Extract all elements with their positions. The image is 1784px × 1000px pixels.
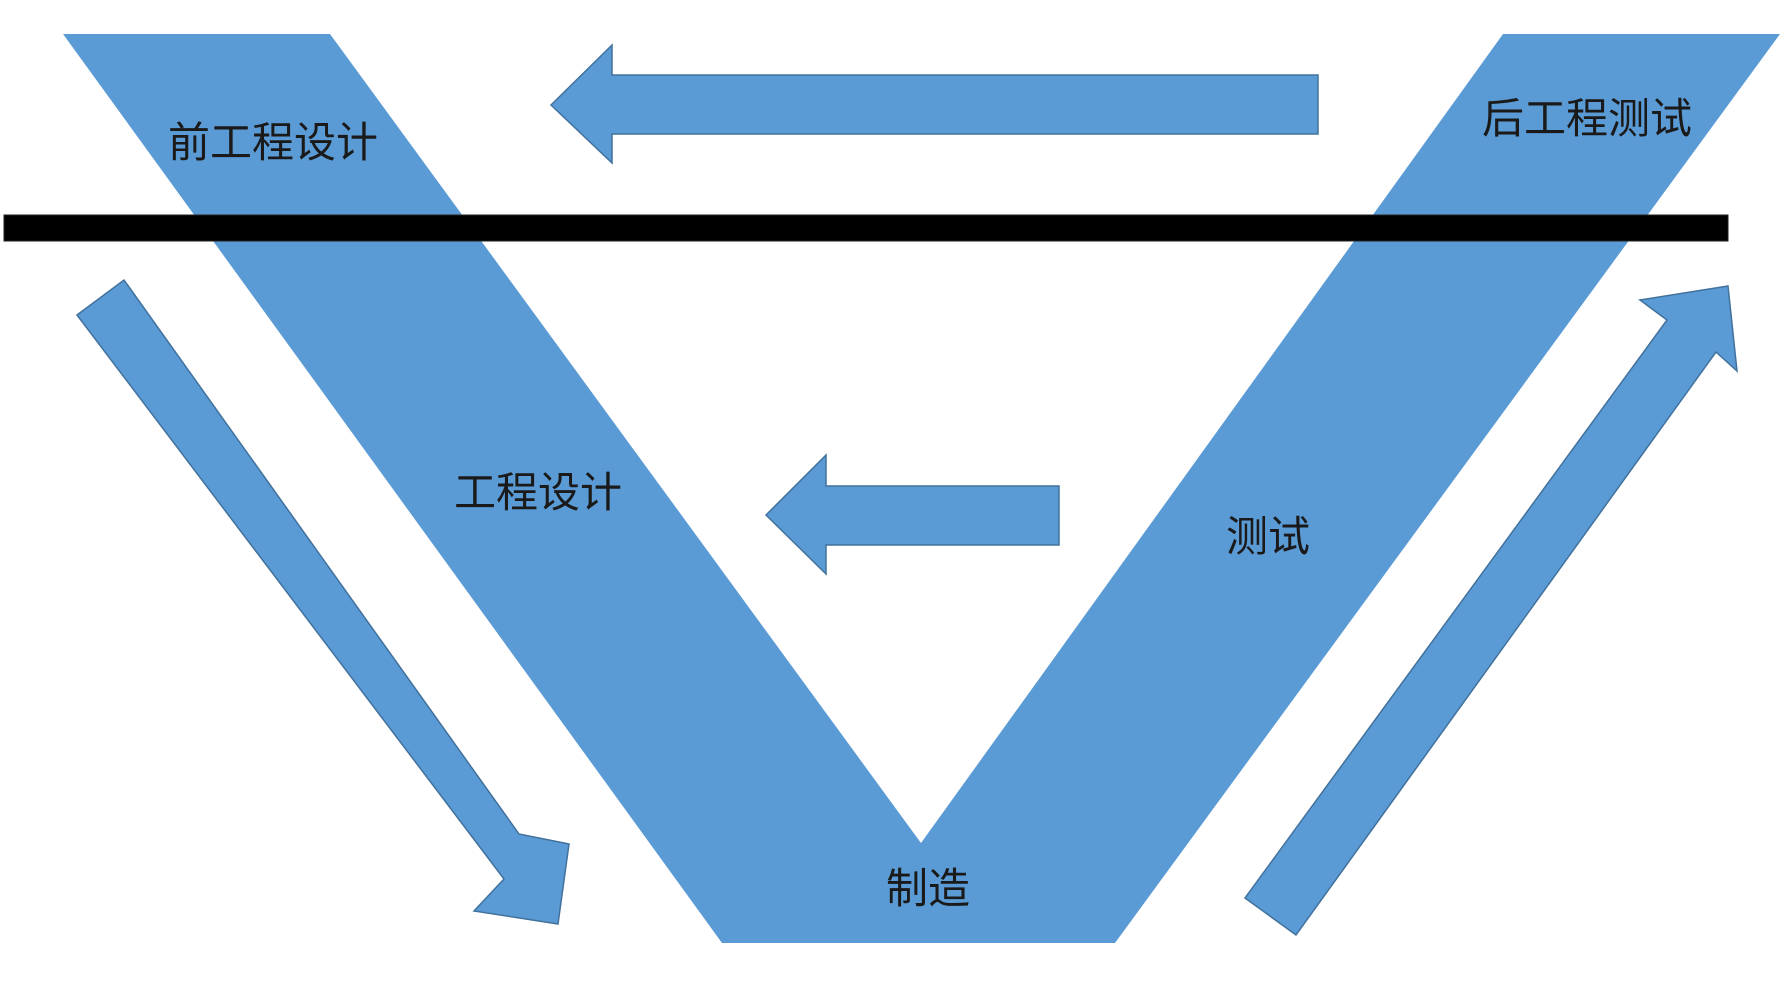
top-left-arrow — [549, 43, 1319, 165]
engineering-design-label: 工程设计 — [454, 468, 623, 517]
middle-left-arrow — [764, 453, 1060, 576]
post-engineering-test-label: 后工程测试 — [1482, 94, 1693, 143]
up-right-arrow — [1243, 285, 1738, 937]
test-label: 测试 — [1226, 512, 1311, 561]
pre-engineering-design-label: 前工程设计 — [168, 118, 379, 167]
manufacturing-label: 制造 — [886, 864, 971, 913]
down-right-arrow — [75, 278, 570, 925]
v-shape — [63, 34, 1780, 943]
divider-line — [3, 214, 1729, 242]
